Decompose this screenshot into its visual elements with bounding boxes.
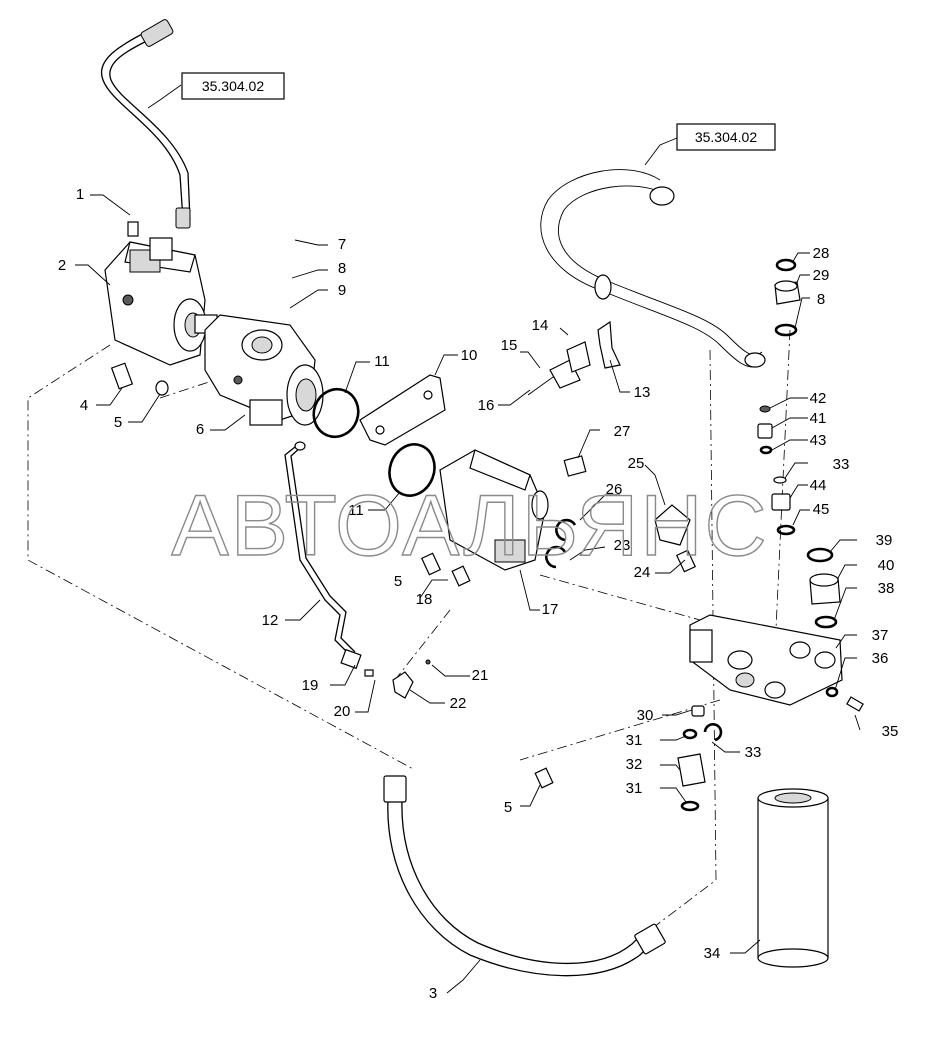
callout-label: 45 [813,501,830,518]
bolts [110,362,697,789]
plates-13-15 [549,320,621,389]
right-fittings [757,258,841,629]
callout-label: 7 [338,236,346,253]
callout-label: 28 [813,245,830,262]
callout-label: 23 [614,537,631,554]
callout-label: 8 [338,260,346,277]
callout-label: 25 [628,455,645,472]
callout-label: 1 [76,186,84,203]
watermark-text: АВТОАЛЬЯНС [171,478,768,574]
callout-label: 24 [634,564,651,581]
leader-lines [75,84,861,994]
callout-label: 31 [626,780,643,797]
callout-label: 39 [876,532,893,549]
callout-label: 11 [374,353,390,370]
callout-label: 14 [532,317,549,334]
parts-23-27 [545,455,691,569]
hose-upper-left [100,19,191,229]
callout-label: 44 [810,477,827,494]
callout-labels: 1 2 3 4 5 5 5 6 7 8 8 9 10 11 11 12 13 1… [58,186,899,1002]
callout-label: 27 [614,423,631,440]
callout-label: 19 [302,677,319,694]
callout-label: 21 [472,667,489,684]
callout-label: 4 [80,397,88,414]
callout-label: 22 [450,695,467,712]
callout-label: 9 [338,282,346,299]
pipe-12 [284,441,362,670]
callout-label: 2 [58,257,66,274]
callout-label: 12 [262,612,279,629]
callout-label: 37 [872,627,889,644]
callout-label: 33 [833,456,850,473]
callout-label: 3 [429,985,437,1002]
fittings-19-22 [364,659,431,699]
bracket-10 [359,374,446,446]
callout-label: 5 [394,573,402,590]
assembly-lines [27,329,791,931]
callout-label: 41 [810,410,827,427]
callout-label: 13 [634,384,651,401]
callout-label: 15 [501,337,518,354]
callout-label: 40 [878,557,895,574]
reference-box-right-text: 35.304.02 [695,129,757,145]
hose-3 [383,775,666,977]
reference-box-left-text: 35.304.02 [202,78,264,94]
callout-label: 17 [542,601,559,618]
gear-pump-17 [439,449,549,571]
o-rings-11 [312,387,436,497]
valve-block-37 [689,614,843,706]
callout-label: 5 [114,414,122,431]
callout-label: 34 [704,945,721,962]
callout-label: 16 [478,397,495,414]
callout-label: 6 [196,421,204,438]
callout-label: 20 [334,703,351,720]
callout-label: 31 [626,732,643,749]
reference-box-right: 35.304.02 [676,123,776,151]
callout-label: 10 [461,347,478,364]
callout-label: 32 [626,756,643,773]
callout-label: 42 [810,390,827,407]
callout-label: 43 [810,432,827,449]
filter-34 [757,788,829,968]
callout-label: 29 [813,267,830,284]
callout-label: 11 [348,502,364,519]
callout-label: 36 [872,650,889,667]
callout-label: 26 [606,481,623,498]
reference-box-left: 35.304.02 [181,72,285,100]
callout-label: 38 [878,580,895,597]
pump-body-6 [204,314,324,426]
callout-label: 8 [817,291,825,308]
callout-label: 35 [882,723,899,740]
callout-label: 5 [504,799,512,816]
main-pump-2 [104,221,218,366]
callout-label: 18 [416,591,433,608]
parts-30-36 [677,686,864,812]
callout-label: 33 [745,744,762,761]
hose-upper-right [540,169,766,368]
callout-label: 30 [637,707,654,724]
